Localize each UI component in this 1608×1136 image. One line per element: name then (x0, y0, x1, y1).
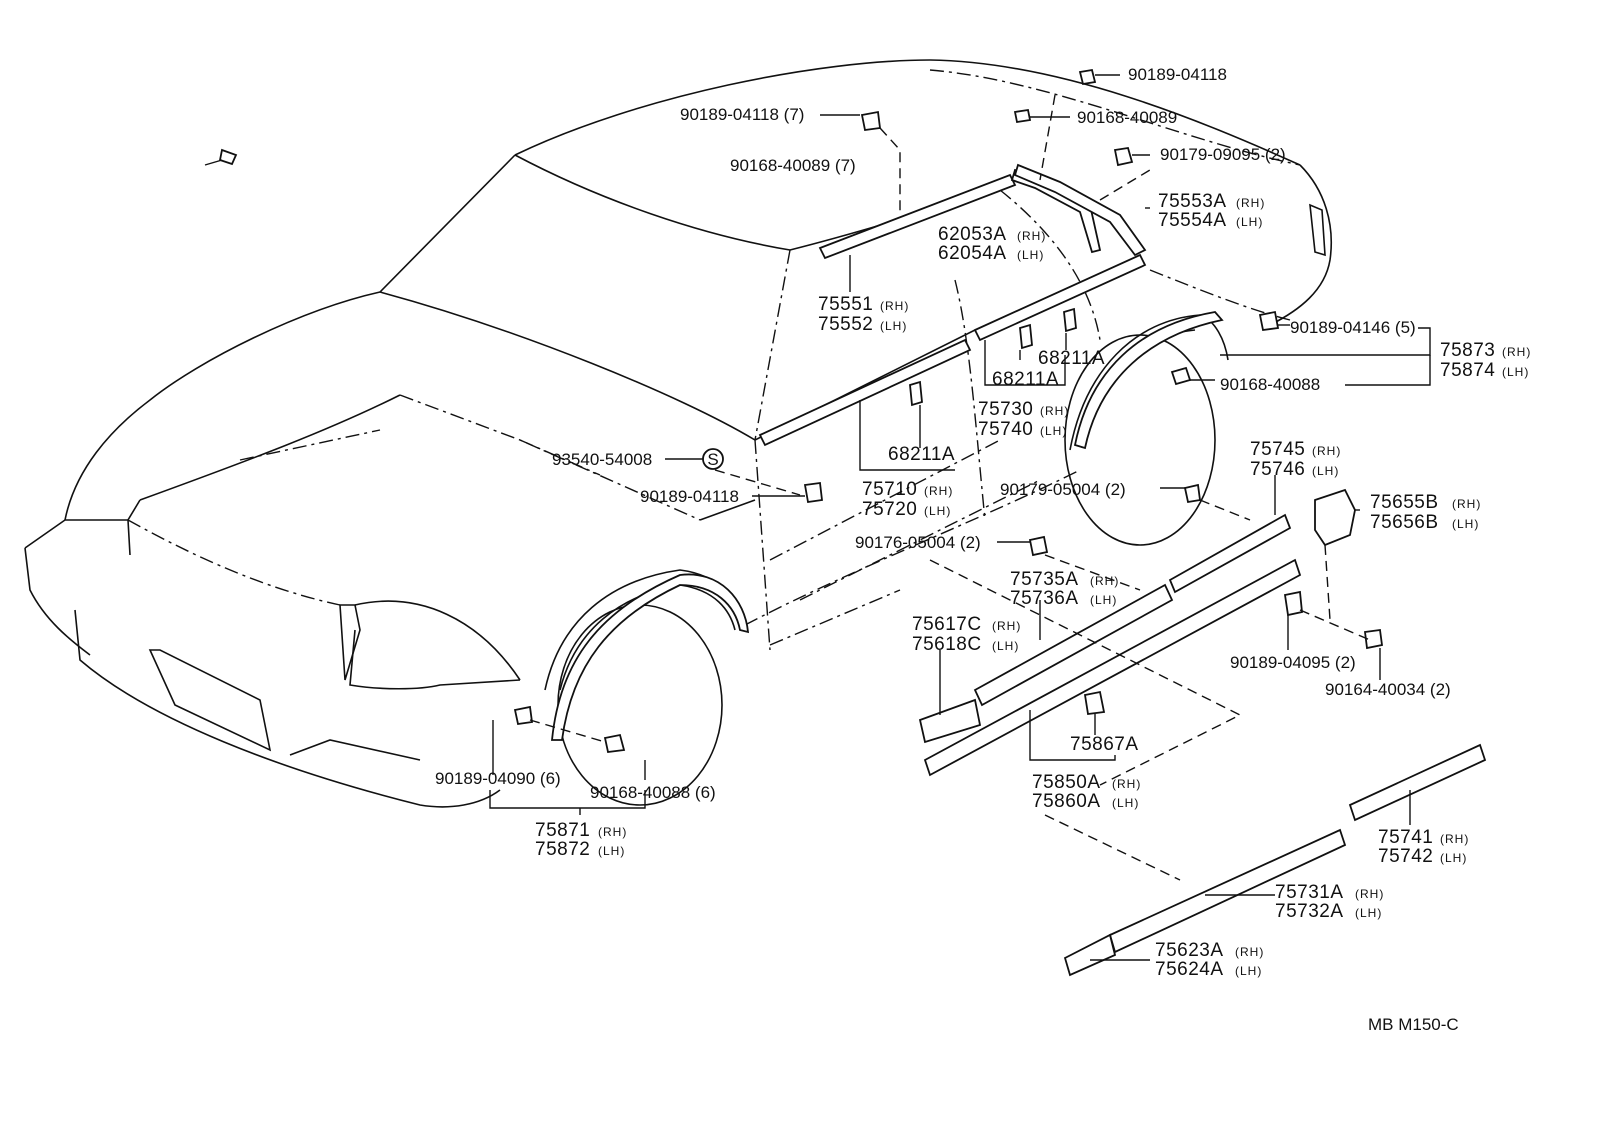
label-75860a: 75860A (1032, 791, 1101, 812)
label-90189-04095: 90189-04095 (2) (1230, 653, 1356, 672)
label-90189-04090: 90189-04090 (6) (435, 769, 561, 788)
label-lh: (LH) (880, 319, 907, 333)
label-75731a: 75731A (1275, 882, 1344, 903)
label-rh: (RH) (1502, 345, 1531, 359)
assembly-dash-lines (529, 94, 1371, 881)
label-lh: (LH) (1236, 215, 1263, 229)
label-75873: 75873 (1440, 340, 1495, 361)
leader-lines (204, 74, 1431, 961)
label-90189-04118-7: 90189-04118 (7) (680, 105, 804, 124)
label-lh: (LH) (924, 504, 951, 518)
label-75872: 75872 (535, 839, 590, 860)
label-90164-40034: 90164-40034 (2) (1325, 680, 1451, 699)
car-body-outline (24, 59, 1333, 808)
label-75552: 75552 (818, 314, 873, 335)
label-75618c: 75618C (912, 634, 982, 655)
label-90189-04118-top: 90189-04118 (1128, 65, 1227, 84)
label-lh: (LH) (992, 639, 1019, 653)
label-68211a-3: 68211A (888, 444, 955, 465)
label-rh: (RH) (1440, 832, 1469, 846)
label-75732a: 75732A (1275, 901, 1344, 922)
label-90179-05004: 90179-05004 (2) (1000, 480, 1126, 499)
s-symbol: S (707, 450, 718, 469)
label-75741: 75741 (1378, 827, 1433, 848)
label-68211a-2: 68211A (992, 369, 1059, 390)
label-75874: 75874 (1440, 360, 1495, 381)
label-lh: (LH) (1312, 464, 1339, 478)
part-labels: 90189-04118 90168-40089 90179-09095 (2) … (435, 65, 1531, 1034)
label-rh: (RH) (880, 299, 909, 313)
label-75624a: 75624A (1155, 959, 1224, 980)
label-rh: (RH) (1112, 777, 1141, 791)
ref-code: MB M150-C (1368, 1015, 1459, 1034)
label-75735a: 75735A (1010, 569, 1079, 590)
label-75655b: 75655B (1370, 492, 1439, 513)
label-75745: 75745 (1250, 439, 1305, 460)
label-75720: 75720 (862, 499, 917, 520)
label-75746: 75746 (1250, 459, 1305, 480)
label-lh: (LH) (1355, 906, 1382, 920)
label-lh: (LH) (1017, 248, 1044, 262)
label-75553a: 75553A (1158, 191, 1227, 212)
label-lh: (LH) (1235, 964, 1262, 978)
label-rh: (RH) (1090, 574, 1119, 588)
label-90168-40088-6: 90168-40088 (6) (590, 783, 716, 802)
label-75551: 75551 (818, 294, 873, 315)
label-75850a: 75850A (1032, 772, 1101, 793)
label-75554a: 75554A (1158, 210, 1227, 231)
label-90168-40089-top: 90168-40089 (1077, 108, 1177, 127)
label-62053a: 62053A (938, 224, 1007, 245)
label-rh: (RH) (1040, 404, 1069, 418)
label-68211a-1: 68211A (1038, 348, 1105, 369)
label-62054a: 62054A (938, 243, 1007, 264)
label-75710: 75710 (862, 479, 917, 500)
label-75730: 75730 (978, 399, 1033, 420)
label-lh: (LH) (1090, 593, 1117, 607)
label-90176-05004: 90176-05004 (2) (855, 533, 981, 552)
label-93540-54008: 93540-54008 (552, 450, 652, 469)
label-rh: (RH) (992, 619, 1021, 633)
label-rh: (RH) (1355, 887, 1384, 901)
label-90179-09095: 90179-09095 (2) (1160, 145, 1286, 164)
label-lh: (LH) (1112, 796, 1139, 810)
label-rh: (RH) (1452, 497, 1481, 511)
label-rh: (RH) (598, 825, 627, 839)
label-rh: (RH) (1235, 945, 1264, 959)
label-90189-04118-mid: 90189-04118 (640, 487, 739, 506)
label-75871: 75871 (535, 820, 590, 841)
label-75617c: 75617C (912, 614, 982, 635)
label-lh: (LH) (1502, 365, 1529, 379)
label-90168-40089-7: 90168-40089 (7) (730, 156, 856, 175)
label-75736a: 75736A (1010, 588, 1079, 609)
label-lh: (LH) (1040, 424, 1067, 438)
label-rh: (RH) (924, 484, 953, 498)
label-lh: (LH) (1452, 517, 1479, 531)
label-75656b: 75656B (1370, 512, 1439, 533)
label-rh: (RH) (1236, 196, 1265, 210)
label-rh: (RH) (1017, 229, 1046, 243)
label-90189-04146: 90189-04146 (5) (1290, 318, 1416, 337)
label-75742: 75742 (1378, 846, 1433, 867)
label-75740: 75740 (978, 419, 1033, 440)
label-90168-40088-r: 90168-40088 (1220, 375, 1320, 394)
label-lh: (LH) (598, 844, 625, 858)
label-lh: (LH) (1440, 851, 1467, 865)
moldings-parts: S (218, 68, 1487, 977)
label-75623a: 75623A (1155, 940, 1224, 961)
label-rh: (RH) (1312, 444, 1341, 458)
label-75867a: 75867A (1070, 734, 1139, 755)
